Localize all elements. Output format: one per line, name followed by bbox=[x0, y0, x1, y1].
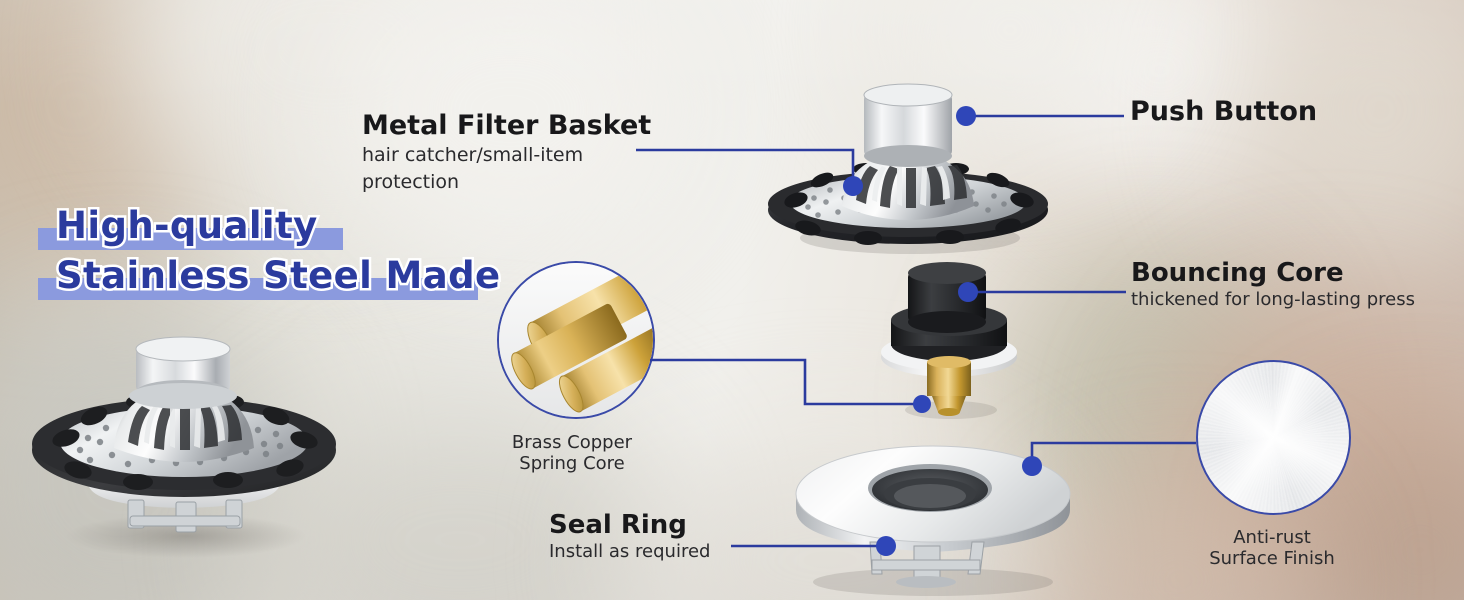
callout-title: Seal Ring bbox=[549, 510, 687, 540]
seal-ring-flange-image bbox=[795, 445, 1071, 596]
callout-line-1: Brass Copper bbox=[511, 432, 633, 453]
callout-brass-copper: Brass Copper Spring Core bbox=[497, 432, 647, 474]
headline-block: High-quality Stainless Steel Made bbox=[38, 202, 508, 308]
callout-anti-rust: Anti-rust Surface Finish bbox=[1197, 527, 1347, 569]
callout-subtitle: Install as required bbox=[549, 541, 711, 563]
callout-subtitle-line-1: hair catcher/small-item bbox=[362, 144, 584, 167]
headline-line-1: High-quality bbox=[54, 202, 320, 250]
callout-line-2: Spring Core bbox=[519, 453, 625, 475]
callout-seal-ring: Seal Ring Install as required bbox=[549, 510, 711, 563]
headline-row-1: High-quality bbox=[38, 202, 508, 252]
callout-push-button: Push Button bbox=[1130, 96, 1318, 127]
callout-title: Push Button bbox=[1130, 96, 1318, 127]
callout-subtitle-line-2: protection bbox=[362, 170, 460, 193]
headline-highlight-bar-1 bbox=[38, 228, 343, 250]
callout-bouncing-core: Bouncing Core thickened for long-lasting… bbox=[1131, 258, 1415, 311]
callout-subtitle: thickened for long-lasting press bbox=[1131, 289, 1415, 311]
bouncing-core-image bbox=[881, 262, 1017, 419]
callout-line-1: Anti-rust bbox=[1233, 527, 1311, 548]
callout-line-2: Surface Finish bbox=[1209, 548, 1335, 570]
callout-title: Bouncing Core bbox=[1131, 258, 1344, 288]
headline-row-2: Stainless Steel Made bbox=[38, 252, 508, 302]
headline-line-2: Stainless Steel Made bbox=[53, 252, 502, 300]
assembled-drain-stopper-image bbox=[32, 336, 336, 558]
metal-filter-basket-image bbox=[768, 83, 1048, 254]
brass-rods-inset-image bbox=[497, 261, 655, 419]
headline-highlight-bar-2 bbox=[38, 278, 478, 300]
brushed-steel-disc-image bbox=[1196, 360, 1351, 515]
callout-metal-filter-basket: Metal Filter Basket hair catcher/small-i… bbox=[362, 110, 652, 193]
callout-title: Metal Filter Basket bbox=[362, 110, 652, 141]
